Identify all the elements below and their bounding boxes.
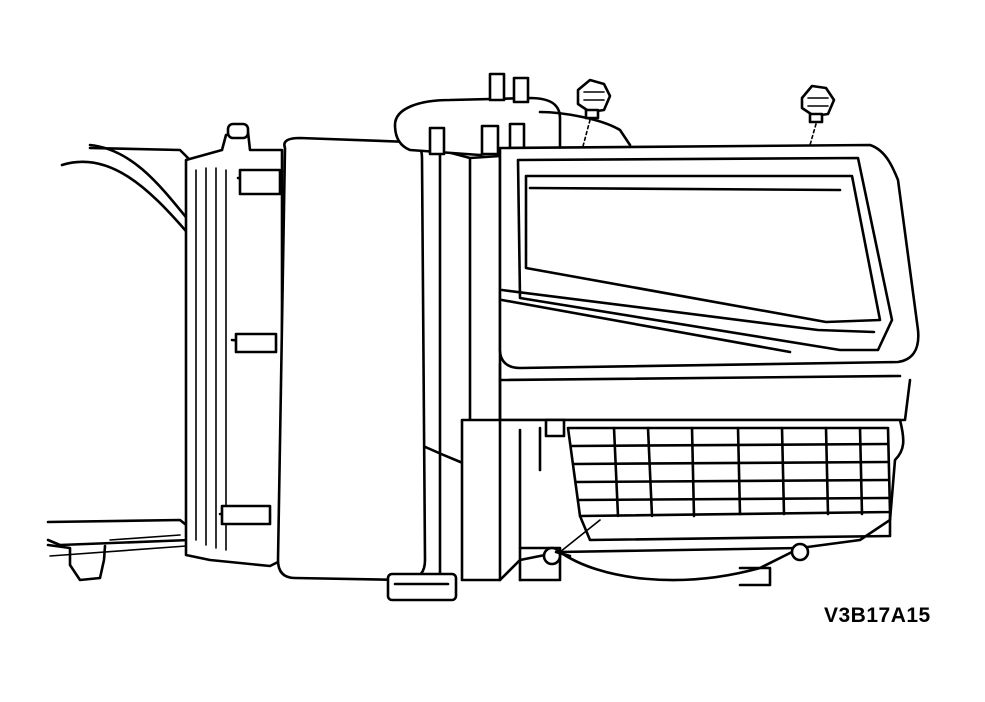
blower-top: [393, 72, 632, 157]
evaporator-case: [184, 122, 284, 568]
main-housing: [276, 136, 502, 602]
blower-tab-left: [428, 126, 446, 156]
screw-right-icon: [800, 84, 836, 161]
evaporator-clip-bottom: [220, 504, 272, 526]
blower-housing-tab: [544, 418, 566, 438]
blower-screw-icon: [542, 546, 562, 566]
housing-screw-icon: [790, 542, 810, 562]
dashboard-bracket: [46, 146, 201, 582]
blower-tab-mid: [480, 124, 500, 156]
evaporator-cap: [226, 122, 250, 140]
figure-reference-code: V3B17A15: [824, 604, 931, 627]
blower-post-left: [488, 72, 506, 102]
duct-box: [498, 143, 920, 422]
recirculation-grille: [559, 426, 892, 553]
housing-foot: [386, 572, 458, 602]
blower-post-right: [512, 76, 530, 104]
evaporator-clip-top: [238, 168, 282, 196]
evaporator-clip-mid: [234, 332, 278, 354]
